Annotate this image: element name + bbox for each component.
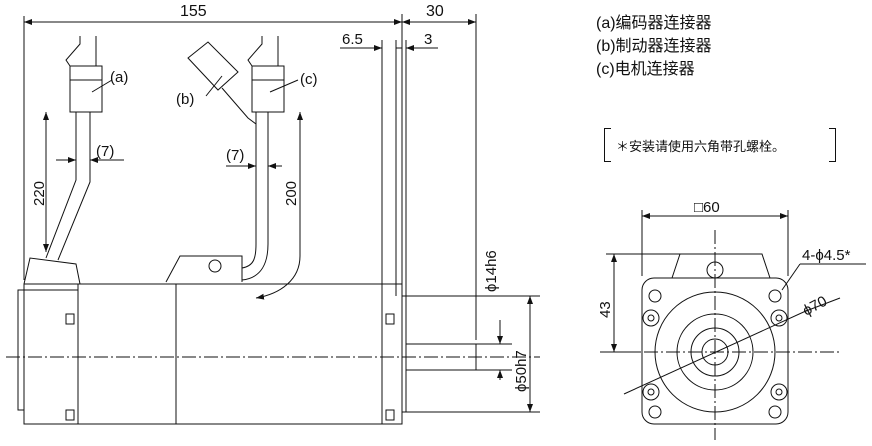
mounting-note-text: ＊安装请使用六角带孔螺栓。	[616, 139, 786, 154]
legend-brake-connector: (b)制动器连接器	[596, 38, 712, 55]
note-bracket-left	[604, 128, 611, 162]
motor-body	[17, 283, 403, 425]
mounting-note: ＊安装请使用六角带孔螺栓。	[604, 128, 836, 162]
dim-30-label: 30	[426, 3, 444, 20]
label-a: (a)	[110, 69, 128, 86]
legend-motor-connector: (c)电机连接器	[596, 61, 695, 78]
dim-220-label: 220	[31, 181, 48, 206]
dim-50h7-label: ϕ50h7	[513, 350, 530, 392]
brake-connector	[187, 41, 257, 125]
dim-pcd-label: ϕ70	[800, 293, 830, 320]
dim-155-label: 155	[180, 3, 207, 20]
label-c: (c)	[300, 71, 318, 88]
legend-encoder-connector: (a)编码器连接器	[596, 15, 712, 32]
dim-14h6-label: ϕ14h6	[483, 250, 500, 292]
dim-3-label: 3	[424, 31, 432, 48]
motor-flange	[401, 295, 407, 413]
dim-7-label-a: (7)	[96, 143, 114, 160]
note-bracket-right	[829, 128, 836, 162]
dim-holes-label: 4-ϕ4.5*	[802, 247, 851, 264]
dim-6_5-label: 6.5	[342, 31, 363, 48]
dim-200-line	[255, 112, 303, 300]
label-b: (b)	[176, 91, 194, 108]
motor-cable	[241, 36, 285, 281]
dim-7-label-c: (7)	[226, 147, 244, 164]
dim-200-label: 200	[283, 181, 300, 206]
encoder-cable	[45, 36, 103, 261]
dim-square-label: □60	[694, 199, 720, 216]
dim-43-label: 43	[597, 301, 614, 318]
brake-connector-housing	[165, 255, 243, 283]
connector-legend: (a)编码器连接器 (b)制动器连接器 (c)电机连接器	[596, 12, 712, 81]
encoder-housing	[23, 257, 81, 285]
